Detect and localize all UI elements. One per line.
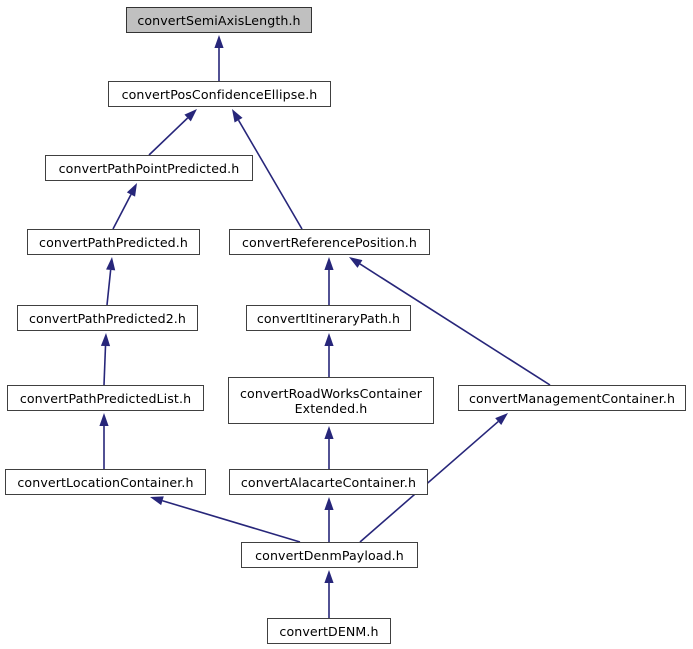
- edge-alacarteContainer-to-roadWorksContainerExtended: [324, 426, 334, 469]
- edge-locationContainer-to-pathPredictedList: [99, 413, 109, 469]
- edge-pathPredictedList-to-pathPredicted2: [100, 333, 111, 386]
- node-pathPredictedList[interactable]: convertPathPredictedList.h: [7, 385, 204, 411]
- node-denm[interactable]: convertDENM.h: [267, 618, 391, 644]
- node-managementContainer[interactable]: convertManagementContainer.h: [458, 385, 686, 411]
- node-pathPointPredicted[interactable]: convertPathPointPredicted.h: [45, 155, 253, 181]
- edge-roadWorksContainerExtended-to-itineraryPath: [324, 333, 334, 377]
- edge-itineraryPath-to-referencePosition: [324, 257, 334, 305]
- node-pathPredicted2[interactable]: convertPathPredicted2.h: [17, 305, 198, 331]
- node-roadWorksContainerExtended[interactable]: convertRoadWorksContainer Extended.h: [228, 377, 434, 424]
- edge-posConfidenceEllipse-to-semiAxisLength: [214, 35, 224, 81]
- node-pathPredicted[interactable]: convertPathPredicted.h: [27, 229, 200, 255]
- node-alacarteContainer[interactable]: convertAlacarteContainer.h: [229, 469, 428, 495]
- edge-denmPayload-to-locationContainer: [150, 496, 301, 543]
- edge-pathPredicted-to-pathPointPredicted: [112, 183, 137, 230]
- node-semiAxisLength[interactable]: convertSemiAxisLength.h: [126, 7, 312, 33]
- node-locationContainer[interactable]: convertLocationContainer.h: [5, 469, 206, 495]
- edge-pathPredicted2-to-pathPredicted: [106, 257, 116, 306]
- node-posConfidenceEllipse[interactable]: convertPosConfidenceEllipse.h: [108, 81, 331, 107]
- node-denmPayload[interactable]: convertDenmPayload.h: [241, 542, 418, 568]
- edge-pathPointPredicted-to-posConfidenceEllipse: [148, 109, 197, 156]
- node-referencePosition[interactable]: convertReferencePosition.h: [229, 229, 430, 255]
- edge-denmPayload-to-alacarteContainer: [324, 497, 334, 542]
- edge-denm-to-denmPayload: [324, 570, 334, 618]
- node-itineraryPath[interactable]: convertItineraryPath.h: [246, 305, 411, 331]
